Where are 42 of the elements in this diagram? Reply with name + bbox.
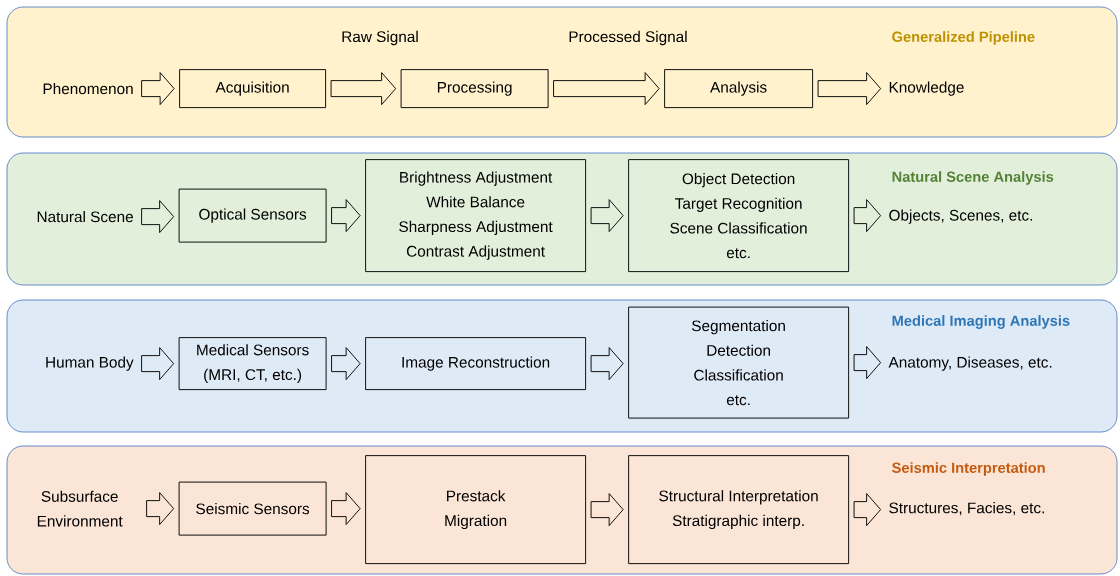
process-box: Medical Sensors (MRI, CT, etc.) bbox=[178, 337, 327, 391]
block-arrow bbox=[590, 493, 624, 527]
text-label: Subsurface Environment bbox=[37, 490, 123, 527]
process-box: Acquisition bbox=[179, 69, 327, 109]
text-label: Knowledge bbox=[889, 81, 964, 96]
process-box: Structural Interpretation Stratigraphic interp. bbox=[628, 455, 850, 565]
text-label: Natural Scene bbox=[37, 211, 133, 223]
edge-label: Processed Signal bbox=[569, 30, 687, 46]
process-box: Optical Sensors bbox=[178, 188, 327, 243]
text-label: Objects, Scenes, etc. bbox=[889, 209, 1032, 224]
block-arrow bbox=[817, 72, 882, 106]
block-arrow bbox=[141, 347, 175, 381]
block-arrow bbox=[853, 346, 882, 380]
process-box: Segmentation Detection Classification etc. bbox=[628, 306, 850, 419]
block-arrow bbox=[141, 72, 175, 106]
process-box: Analysis bbox=[664, 69, 814, 109]
block-arrow bbox=[141, 200, 175, 234]
panel-title: Generalized Pipeline bbox=[892, 31, 1035, 45]
block-arrow bbox=[331, 199, 361, 233]
text-label: Structures, Facies, etc. bbox=[889, 502, 1044, 516]
block-arrow bbox=[330, 72, 397, 106]
block-arrow bbox=[590, 199, 624, 233]
panel-title: Seismic Interpretation bbox=[892, 462, 1045, 476]
block-arrow bbox=[146, 492, 175, 526]
block-arrow bbox=[331, 347, 361, 381]
process-box: Object Detection Target Recognition Scene Classification etc. bbox=[628, 159, 850, 273]
panel-title: Natural Scene Analysis bbox=[892, 171, 1054, 185]
block-arrow bbox=[853, 199, 882, 233]
process-box: Brightness Adjustment White Balance Sharpness Adjustment Contrast Adjustment bbox=[365, 159, 587, 273]
block-arrow bbox=[331, 492, 361, 526]
block-arrow bbox=[590, 347, 624, 381]
process-box: Processing bbox=[400, 69, 549, 109]
edge-label: Raw Signal bbox=[342, 30, 418, 46]
process-box: Prestack Migration bbox=[365, 455, 587, 565]
process-box: Image Reconstruction bbox=[365, 337, 587, 391]
text-label: Phenomenon bbox=[43, 83, 133, 95]
block-arrow bbox=[553, 72, 660, 106]
text-label: Anatomy, Diseases, etc. bbox=[888, 356, 1052, 371]
text-label: Human Body bbox=[46, 356, 134, 371]
panel-title: Medical Imaging Analysis bbox=[892, 315, 1070, 329]
process-box: Seismic Sensors bbox=[178, 481, 327, 536]
block-arrow bbox=[853, 493, 882, 527]
